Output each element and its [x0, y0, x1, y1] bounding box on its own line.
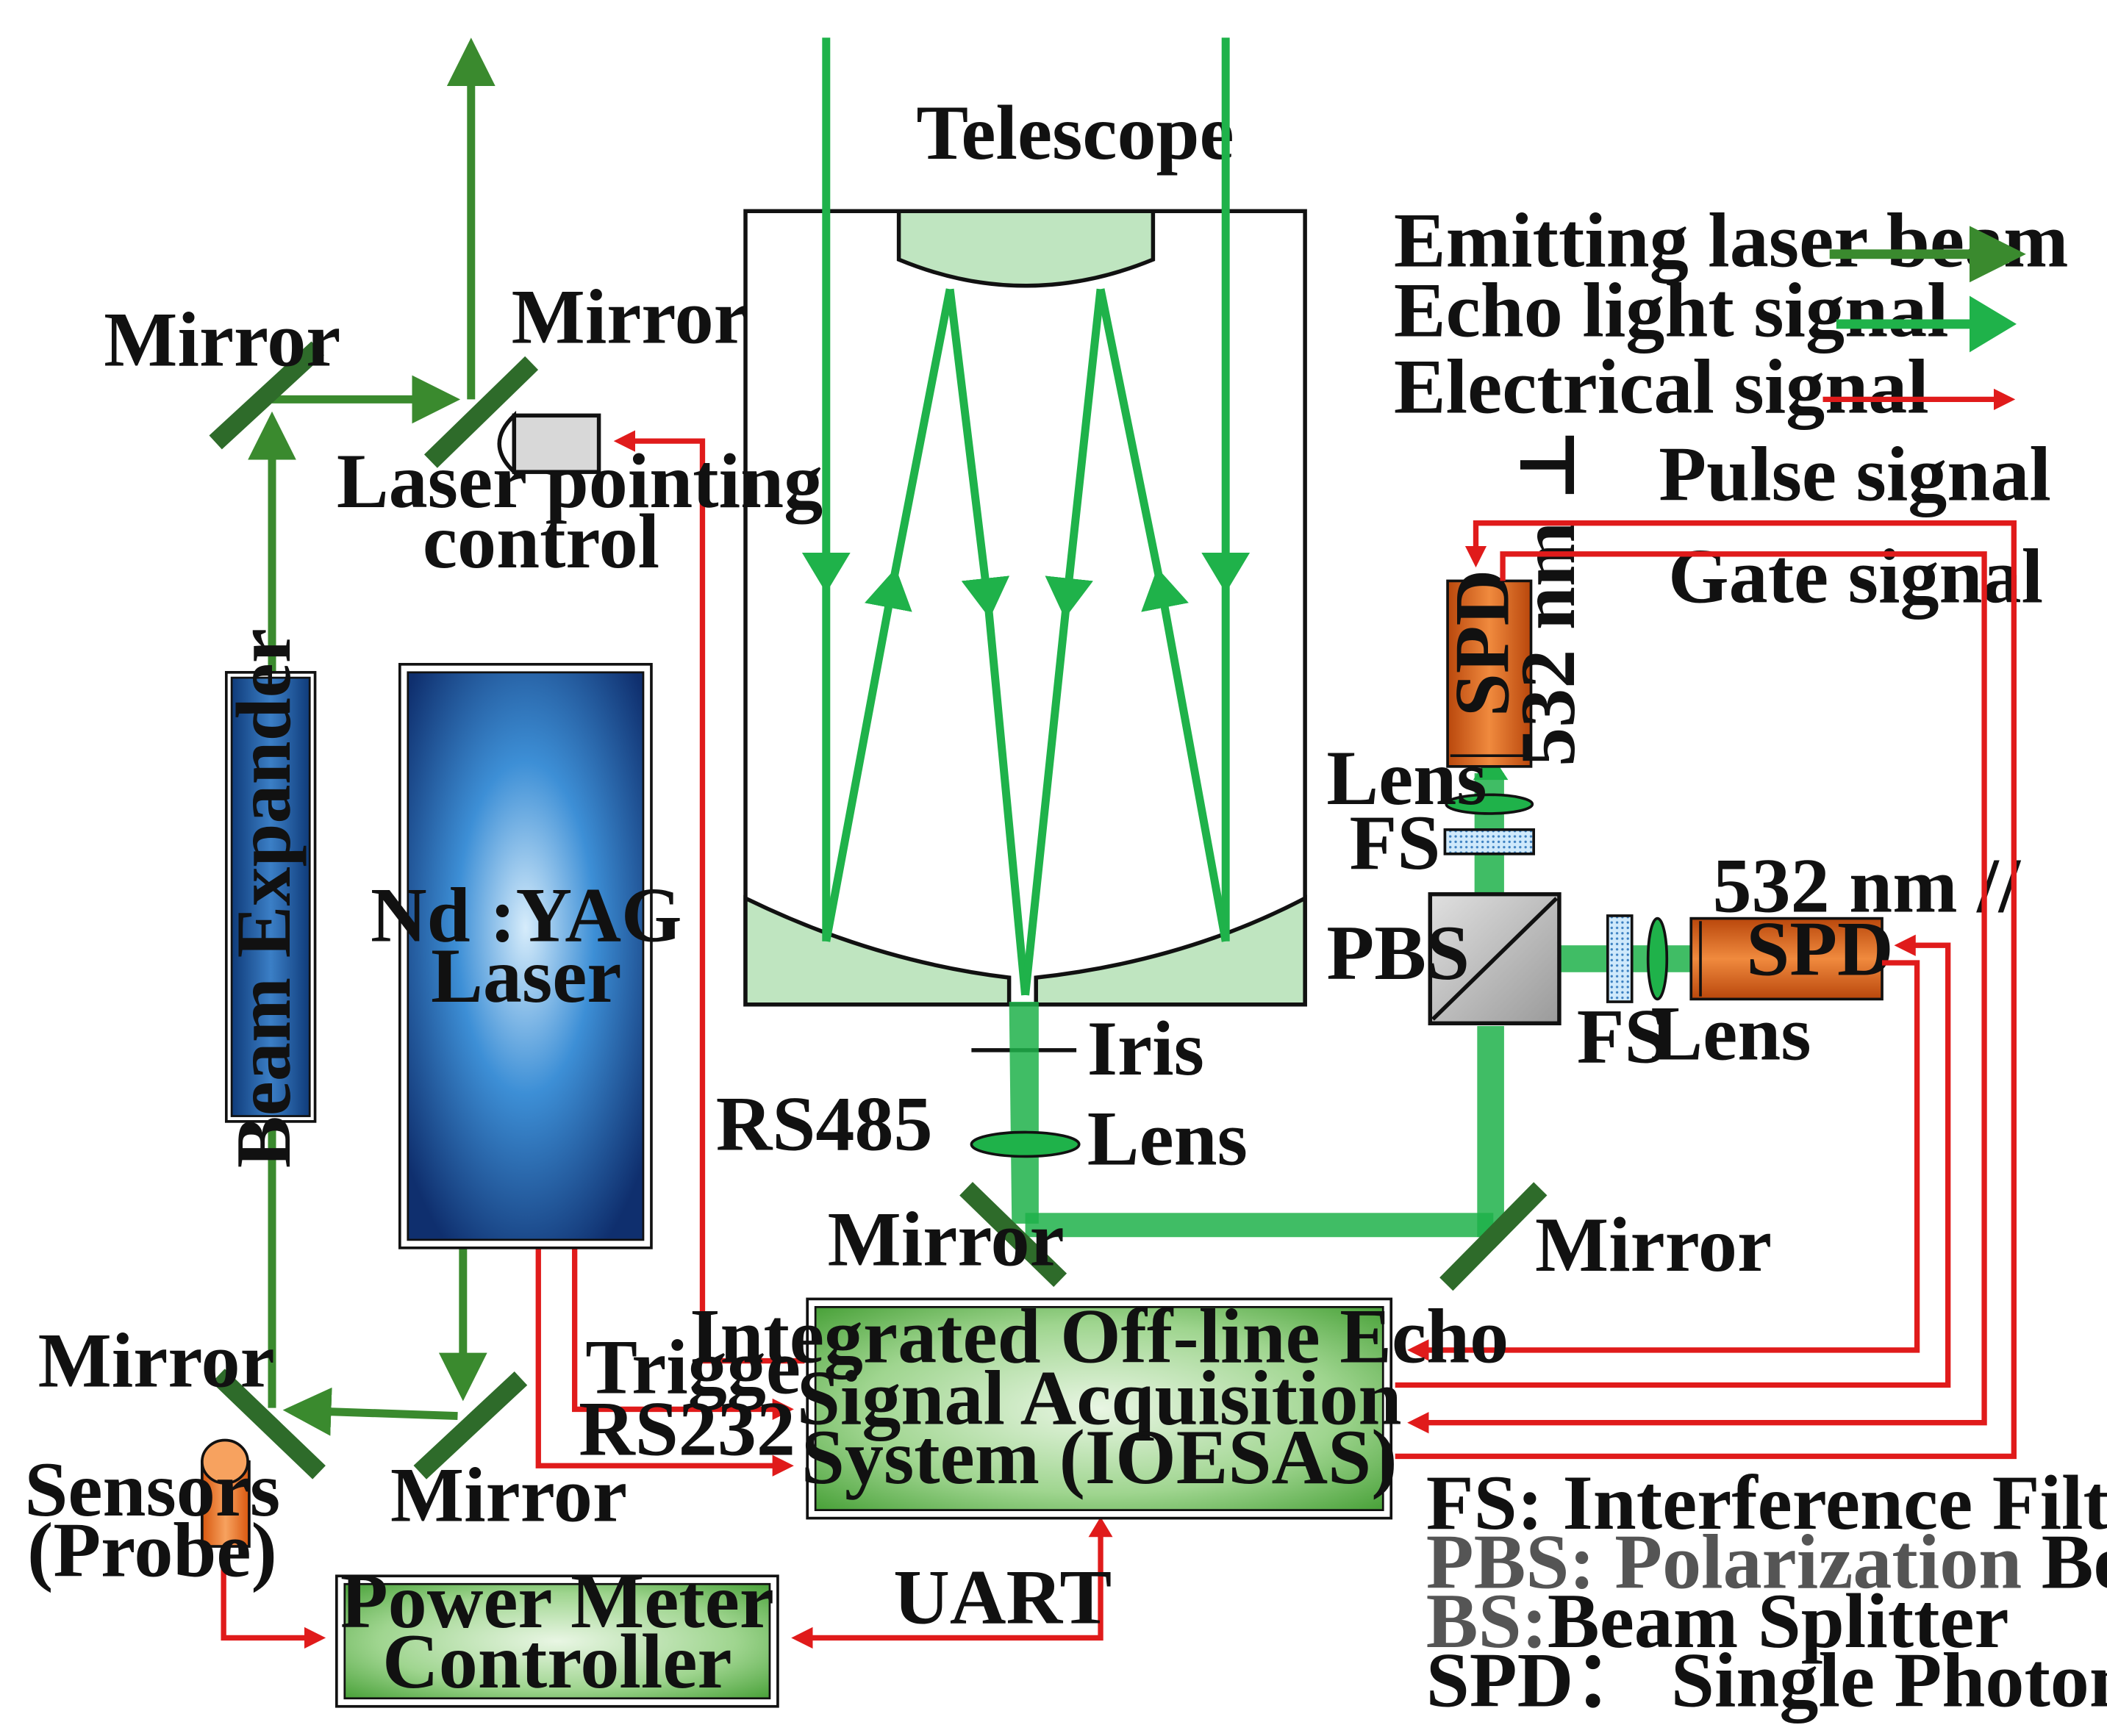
mirror-bottom-right-label: Mirror	[390, 1451, 627, 1538]
note-bs-abbr: BS:	[1426, 1577, 1548, 1664]
ioesas-box: Integrated Off-line Echo Signal Acquisit…	[690, 1292, 1509, 1520]
mirror-bottom-right	[413, 1371, 528, 1479]
rs485-label: RS485	[716, 1080, 933, 1166]
echo-beam-horizontal	[1025, 1213, 1494, 1238]
mirror-top-left	[209, 341, 324, 450]
legend: Emitting laser beam Echo light signal El…	[1394, 196, 2069, 429]
mirror-receive-left-label: Mirror	[828, 1196, 1065, 1283]
spd-par-label: SPD	[1746, 905, 1893, 991]
gate-signal-label: Gate signal	[1668, 533, 2043, 620]
ioesas-label-line1: Integrated Off-line Echo	[690, 1292, 1509, 1379]
laser-label-line1: Nd :YAG	[371, 872, 682, 958]
laser-pointing-label-line1: Laser pointing	[337, 437, 823, 524]
nd-yag-laser: Nd :YAG Laser	[371, 662, 682, 1249]
sensors-label-line2: (Probe)	[27, 1506, 277, 1593]
laser-pointing-control-device	[497, 410, 601, 477]
wavelength-par-label: 532 nm //	[1712, 842, 2021, 928]
laser-label-line2: Laser	[431, 932, 621, 1019]
lens-spd-par	[1646, 917, 1669, 1001]
iris-label: Iris	[1087, 1005, 1204, 1091]
power-meter-label-line2: Controller	[382, 1618, 731, 1704]
fs-spd-par-label: FS	[1577, 992, 1668, 1079]
abbreviation-notes: FS: Interference Filter PBS: Polarizatio…	[1426, 1459, 2107, 1724]
lens-main	[970, 1130, 1081, 1158]
emitting-beam-path	[248, 37, 496, 1436]
pbs-label: PBS	[1326, 909, 1470, 996]
note-spd-abbr: SPD	[1426, 1637, 1573, 1724]
primary-mirror-right	[1034, 894, 1307, 1007]
ioesas-label-line2: Signal Acquisition	[797, 1355, 1402, 1441]
spd-perpendicular: SPD	[1438, 570, 1533, 768]
legend-electrical-label: Electrical signal	[1394, 343, 1929, 430]
fs-spd-perp-label: FS	[1350, 799, 1441, 886]
echo-rays	[801, 37, 1251, 996]
legend-emitting-label: Emitting laser beam	[1394, 196, 2069, 283]
ioesas-label-line3: System (IOESAS)	[801, 1413, 1398, 1500]
mirror-receive-right	[1439, 1182, 1548, 1291]
note-bs: BS:Beam Splitter	[1426, 1577, 2009, 1664]
mirror-receive-left	[959, 1182, 1067, 1287]
uart-up-arrow	[1088, 1516, 1113, 1538]
note-pbs-desc: Beamsplitter	[2022, 1518, 2107, 1605]
mirror-bottom-left	[211, 1369, 326, 1479]
note-fs: FS: Interference Filter	[1426, 1459, 2107, 1546]
mirror-bottom-left-label: Mirror	[38, 1316, 275, 1403]
power-meter-controller: Power Meter Controller	[335, 1557, 779, 1708]
electrical-lines	[221, 430, 2017, 1649]
note-spd-desc: ： Single Photon Detector	[1573, 1637, 2107, 1724]
mirror-top-left-label: Mirror	[104, 296, 340, 383]
echo-beam-down	[1009, 1002, 1039, 1224]
pulse-signal-label: Pulse signal	[1659, 431, 2051, 517]
uart-label: UART	[893, 1553, 1112, 1640]
sensor-probe	[201, 1438, 251, 1548]
beam-expander-label: Beam Expander	[220, 628, 307, 1168]
trigger-label: Trigger	[585, 1323, 835, 1410]
power-meter-label-line1: Power Meter	[340, 1557, 774, 1644]
beam-expander: Beam Expander	[220, 628, 317, 1168]
spd-perp-label: SPD	[1438, 570, 1525, 717]
wavelength-perp-label: 532 nm ⊥	[1504, 427, 1591, 766]
lens-spd-par-label: Lens	[1650, 990, 1811, 1077]
sensors-label-line1: Sensors	[24, 1446, 280, 1532]
legend-echo-label: Echo light signal	[1394, 266, 1949, 353]
echo-beam-up	[1477, 1025, 1504, 1238]
rs232-label: RS232	[579, 1385, 795, 1472]
secondary-mirror	[896, 209, 1156, 288]
note-spd: SPD： Single Photon Detector	[1426, 1637, 2107, 1724]
filter-spd-perp	[1443, 828, 1535, 856]
note-pbs: PBS: Polarization Beamsplitter	[1426, 1518, 2107, 1605]
mirror-steering-label: Mirror	[512, 273, 748, 360]
note-pbs-abbr: PBS: Polarization	[1426, 1518, 2022, 1605]
laser-pointing-label-line2: control	[423, 498, 659, 584]
lens-main-label: Lens	[1087, 1094, 1248, 1181]
note-fs-abbr: FS:	[1426, 1459, 1543, 1546]
pbs	[1428, 892, 1562, 1026]
lens-spd-perp	[1445, 793, 1534, 815]
note-fs-desc: Interference Filter	[1543, 1459, 2107, 1546]
primary-mirror-left	[743, 894, 1012, 1007]
telescope-label: Telescope	[916, 89, 1234, 176]
filter-spd-par	[1606, 914, 1634, 1003]
note-bs-desc: Beam Splitter	[1548, 1577, 2009, 1664]
spd-parallel: SPD	[1689, 905, 1894, 1001]
mirror-receive-right-label: Mirror	[1535, 1201, 1772, 1288]
mirror-steering	[423, 356, 539, 468]
